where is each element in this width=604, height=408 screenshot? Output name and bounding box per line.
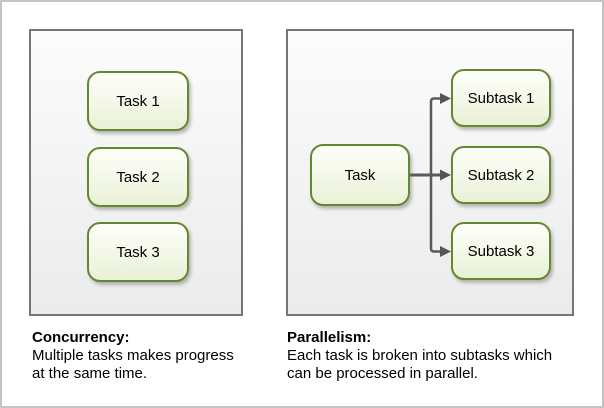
- parallelism-caption-title: Parallelism:: [287, 329, 372, 346]
- subtask-3-node: Subtask 3: [451, 222, 551, 280]
- subtask-2-node: Subtask 2: [451, 146, 551, 204]
- arrowhead-top-icon: [440, 93, 451, 104]
- task-2-node: Task 2: [87, 147, 189, 207]
- task-3-node: Task 3: [87, 222, 189, 282]
- task-source-node: Task: [310, 144, 410, 206]
- parallelism-panel: Task Subtask 1 Subtask 2 Subtask 3: [286, 29, 574, 316]
- concurrency-caption-line1: Multiple tasks makes progress: [32, 347, 234, 364]
- arrowhead-middle-icon: [440, 169, 451, 181]
- task-source-label: Task: [344, 166, 376, 184]
- task-2-label: Task 2: [116, 168, 160, 186]
- concurrency-panel: Task 1 Task 2 Task 3: [29, 29, 243, 316]
- subtask-1-label: Subtask 1: [467, 89, 535, 107]
- subtask-2-label: Subtask 2: [467, 166, 535, 184]
- concurrency-caption-line2: at the same time.: [32, 365, 148, 382]
- parallelism-caption-line1: Each task is broken into subtasks which: [287, 347, 553, 364]
- parallelism-caption: Parallelism: Each task is broken into su…: [287, 329, 552, 383]
- parallelism-caption-line2: can be processed in parallel.: [287, 365, 478, 382]
- subtask-3-label: Subtask 3: [467, 242, 535, 260]
- concurrency-caption-title: Concurrency:: [32, 329, 130, 346]
- arrowhead-bottom-icon: [440, 246, 451, 257]
- concurrency-caption: Concurrency: Multiple tasks makes progre…: [32, 329, 234, 383]
- task-3-label: Task 3: [116, 243, 160, 261]
- task-1-node: Task 1: [87, 71, 189, 131]
- task-1-label: Task 1: [116, 92, 160, 110]
- subtask-1-node: Subtask 1: [451, 69, 551, 127]
